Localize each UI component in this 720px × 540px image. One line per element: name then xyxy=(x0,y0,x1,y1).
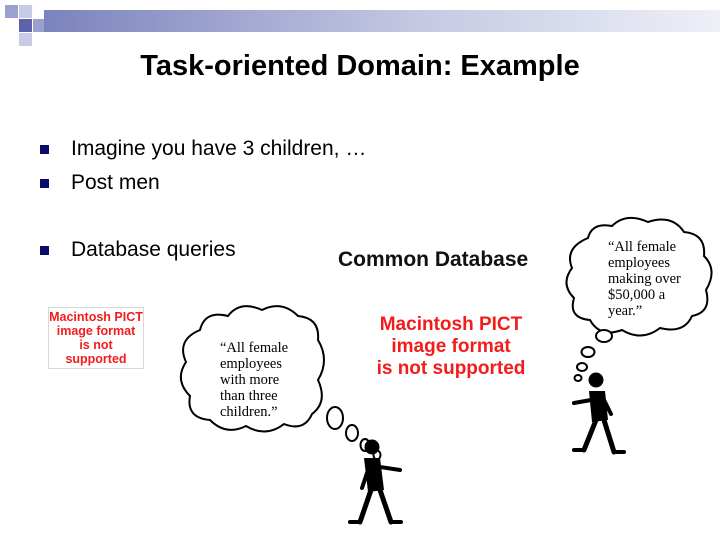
pict-text: image format xyxy=(56,324,136,338)
thought-line: children.” xyxy=(220,404,278,420)
thought-cloud-right xyxy=(565,216,713,337)
thought-text-right: “All female employees making over $50,00… xyxy=(608,239,708,319)
corner-square xyxy=(5,5,18,18)
bullet-text: Post men xyxy=(71,171,160,194)
thought-line: employees xyxy=(608,255,671,271)
top-accent-bar xyxy=(44,10,720,32)
pict-text: Macintosh PICT xyxy=(49,310,143,324)
bullet-item: Post men xyxy=(40,171,160,195)
corner-square xyxy=(19,5,32,18)
stick-figure-right xyxy=(572,372,626,455)
square-bullet-icon xyxy=(40,144,49,154)
stick-figure-left xyxy=(348,439,403,525)
bullet-item: Database queries xyxy=(40,238,236,262)
corner-square xyxy=(19,33,32,46)
bullet-item: Imagine you have 3 children, … xyxy=(40,137,366,161)
thought-line: making over xyxy=(608,271,681,287)
pict-text: is not supported xyxy=(376,358,526,379)
thought-cloud-left xyxy=(179,305,325,433)
slide-title: Task-oriented Domain: Example xyxy=(140,50,580,82)
common-database-label: Common Database xyxy=(338,248,529,271)
bullet-text: Database queries xyxy=(71,238,236,261)
square-bullet-icon xyxy=(40,245,49,255)
corner-square xyxy=(19,19,32,32)
thought-text-left: “All female employees with more than thr… xyxy=(220,340,310,420)
corner-square xyxy=(33,19,46,32)
bullet-text: Imagine you have 3 children, … xyxy=(71,137,367,160)
thought-line: $50,000 a xyxy=(608,287,666,303)
thought-line: than three xyxy=(220,388,278,404)
thought-line: employees xyxy=(220,356,283,372)
pict-text: Macintosh PICT xyxy=(379,314,523,335)
pict-placeholder-small: Macintosh PICT image format is not suppo… xyxy=(48,307,144,369)
thought-line: “All female xyxy=(608,239,677,255)
thought-trail-right xyxy=(573,329,613,382)
square-bullet-icon xyxy=(40,178,49,188)
thought-line: “All female xyxy=(220,340,289,356)
thought-line: year.” xyxy=(608,303,643,319)
thought-line: with more xyxy=(220,372,280,388)
pict-text: image format xyxy=(391,336,511,357)
pict-placeholder-large: Macintosh PICT image format is not suppo… xyxy=(360,312,542,382)
pict-text: is not supported xyxy=(65,338,127,366)
